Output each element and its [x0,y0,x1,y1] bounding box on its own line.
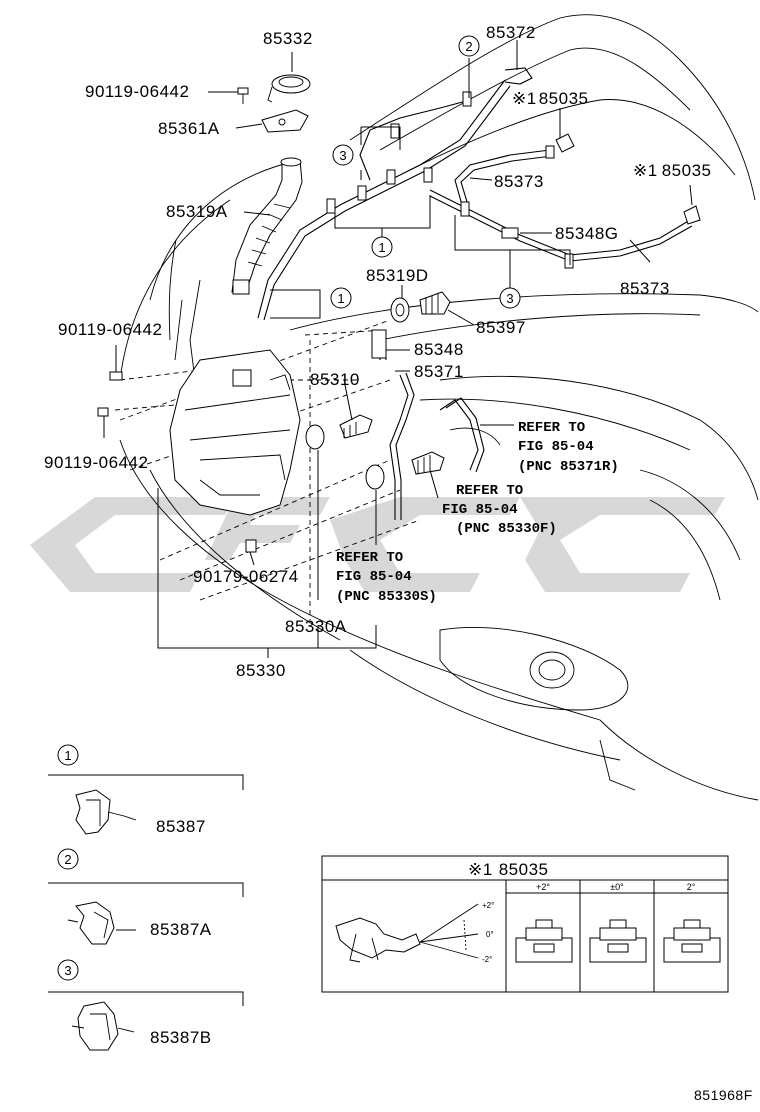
refer-line-3: (PNC 85330S) [336,589,437,605]
hose-clamps [326,91,574,359]
label-85373-a: 85373 [494,172,544,191]
grommets-connectors [305,291,451,490]
angle-zero: 0° [486,930,494,939]
leader-lines [103,40,693,658]
refer-line-1: REFER TO [456,483,523,499]
nozzle-adjust-inset [321,855,729,993]
label-85348: 85348 [414,340,464,359]
refer-line-3: (PNC 85371R) [518,459,619,475]
washer-tank [169,349,301,516]
legend-2-number: 2 [64,852,71,867]
refer-line-2: FIG 85-04 [442,502,518,518]
label-85319D: 85319D [366,266,429,285]
clip-legend [48,744,244,1051]
callout-1-number-b: 1 [337,291,344,306]
refer-line-1: REFER TO [336,550,403,566]
nozzle-view-zero [589,919,647,963]
bolts [97,87,257,553]
label-90119-06442-low: 90119-06442 [44,453,148,472]
label-90119-06442-mid: 90119-06442 [58,320,162,339]
washer-pumps [339,414,445,475]
refer-line-1: REFER TO [518,420,585,436]
label-85319A: 85319A [166,202,228,221]
refer-line-2: FIG 85-04 [336,569,412,585]
filler-cap [267,74,311,103]
callout-2-number: 2 [465,39,472,54]
label-85373-b: 85373 [620,279,670,298]
legend-3-part: 85387B [150,1028,212,1047]
callout-1-number: 1 [378,240,385,255]
label-85310: 85310 [310,370,360,389]
legend-2-part: 85387A [150,920,212,939]
vehicle-body-outline [119,14,759,801]
label-85330: 85330 [236,661,286,680]
label-85332: 85332 [263,29,313,48]
legend-1-number: 1 [64,748,71,763]
label-85330A: 85330A [285,617,347,636]
refer-note-85330S: REFER TO FIG 85-04 (PNC 85330S) [336,550,437,605]
legend-3-number: 3 [64,963,71,978]
callout-circles [330,35,521,309]
inset-col-plus2: +2° [536,882,550,892]
figure-code: 851968F [694,1087,753,1103]
refer-note-85371R: REFER TO FIG 85-04 (PNC 85371R) [518,420,619,475]
label-85371: 85371 [414,362,464,381]
nozzle-view-plus2 [515,919,573,963]
label-85397: 85397 [476,318,526,337]
inset-col-minus2: 2° [687,882,696,892]
label-85372: 85372 [486,23,536,42]
filler-pipe [231,157,303,295]
nozzle-view-minus2 [663,919,721,963]
callout-3-number: 3 [339,148,346,163]
label-85361A: 85361A [158,119,220,138]
cap-bracket [261,109,309,133]
legend-1-part: 85387 [156,817,206,836]
refer-note-85330F: REFER TO FIG 85-04 (PNC 85330F) [442,483,557,537]
callout-3-number-b: 3 [506,291,513,306]
label-90119-06442-top: 90119-06442 [85,82,189,101]
inset-col-zero: ±0° [610,882,624,892]
refer-line-3: (PNC 85330F) [456,521,557,537]
angle-plus2: +2° [482,901,494,910]
label-85348G: 85348G [555,224,619,243]
angle-minus2: -2° [482,955,492,964]
refer-line-2: FIG 85-04 [518,439,594,455]
label-90179-06274: 90179-06274 [193,567,299,586]
washer-nozzles [555,133,701,225]
